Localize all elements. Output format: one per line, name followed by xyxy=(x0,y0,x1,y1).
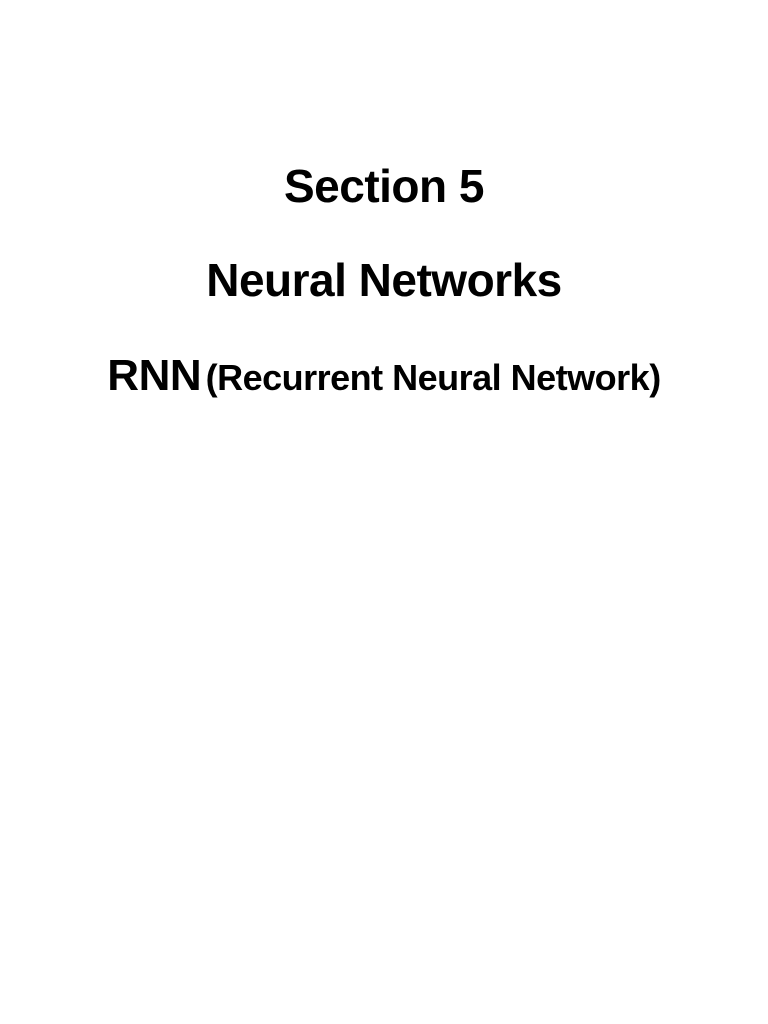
topic-heading: Neural Networks xyxy=(206,254,562,306)
section-heading: Section 5 xyxy=(283,160,485,212)
subtopic-heading: RNN (Recurrent Neural Network) xyxy=(0,354,768,398)
subtopic-acronym: RNN xyxy=(107,351,202,400)
subtopic-expansion: (Recurrent Neural Network) xyxy=(205,357,662,398)
